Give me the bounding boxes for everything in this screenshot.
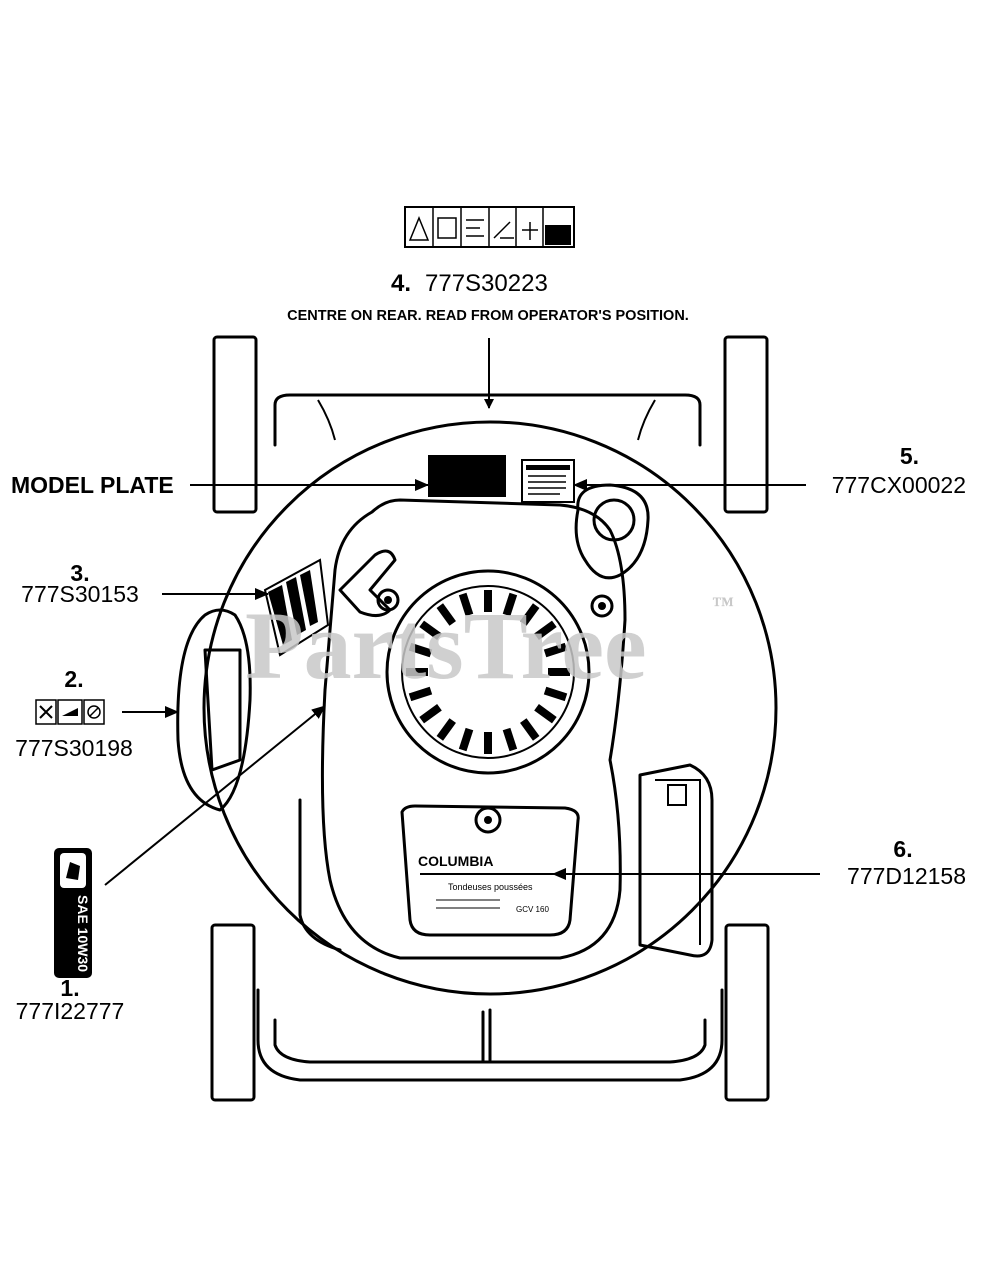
engine-decal [400, 804, 580, 937]
engine-housing [320, 498, 627, 960]
starter-vent [502, 592, 518, 617]
rear-hood [273, 393, 702, 447]
callout-1-number: 1. [60, 975, 79, 1001]
front-left-wheel [210, 923, 256, 1102]
watermark: PartsTree [245, 592, 647, 699]
model-plate-label: MODEL PLATE [11, 472, 174, 498]
oil-decal: SAE 10W30 [54, 848, 92, 978]
callout-5-part: 777CX00022 [832, 472, 966, 498]
starter-vent [520, 603, 540, 626]
left-handle-bracket [176, 608, 252, 812]
front-right-wheel [724, 923, 770, 1102]
watermark-tm: ™ [712, 592, 734, 617]
starter-vent [534, 704, 557, 724]
rear-right-wheel [723, 335, 769, 514]
decal-3 [263, 558, 330, 657]
engine-decal-line2: GCV 160 [516, 905, 549, 914]
starter-vent [436, 603, 456, 626]
oil-decal-text: SAE 10W30 [75, 895, 91, 972]
callout-4-number: 4. [391, 270, 411, 297]
front-skirt [256, 988, 724, 1082]
rear-left-wheel [212, 335, 258, 514]
mower-body [176, 335, 778, 1102]
callout-5-number: 5. [900, 443, 919, 469]
starter-handle [338, 549, 397, 617]
callout-4-part: 777S30223 [425, 270, 548, 297]
starter-vent [543, 642, 568, 658]
callout-4-note: CENTRE ON REAR. READ FROM OPERATOR'S POS… [287, 308, 689, 324]
deck [202, 420, 778, 996]
callout-3-number: 3. [70, 560, 89, 586]
starter-vent [534, 620, 557, 640]
starter-vent [520, 718, 540, 741]
engine-decal-brand: COLUMBIA [418, 853, 493, 869]
starter-vent [419, 704, 442, 724]
callout-arrows [104, 338, 820, 886]
starter-vent [543, 686, 568, 702]
recoil-starter [385, 569, 591, 775]
model-plate [428, 455, 506, 497]
callout-1-part: 777I22777 [16, 998, 125, 1024]
starter-vent [408, 686, 433, 702]
starter-vents [406, 590, 570, 754]
starter-vent [436, 718, 456, 741]
callout-6-number: 6. [893, 836, 912, 862]
starter-vent [458, 727, 474, 752]
starter-vent [419, 620, 442, 640]
decal-4-strip [404, 206, 575, 248]
starter-vent [458, 592, 474, 617]
engine-decal-line1: Tondeuses poussées [448, 882, 533, 892]
decal-2 [35, 699, 105, 725]
starter-vent [502, 727, 518, 752]
callout-3-part: 777S30153 [21, 581, 139, 607]
callout-2-number: 2. [64, 666, 83, 692]
right-side-panel [638, 763, 714, 958]
callout-6-part: 777D12158 [847, 863, 966, 889]
callout-2-part: 777S30198 [15, 735, 133, 761]
starter-vent [408, 642, 433, 658]
